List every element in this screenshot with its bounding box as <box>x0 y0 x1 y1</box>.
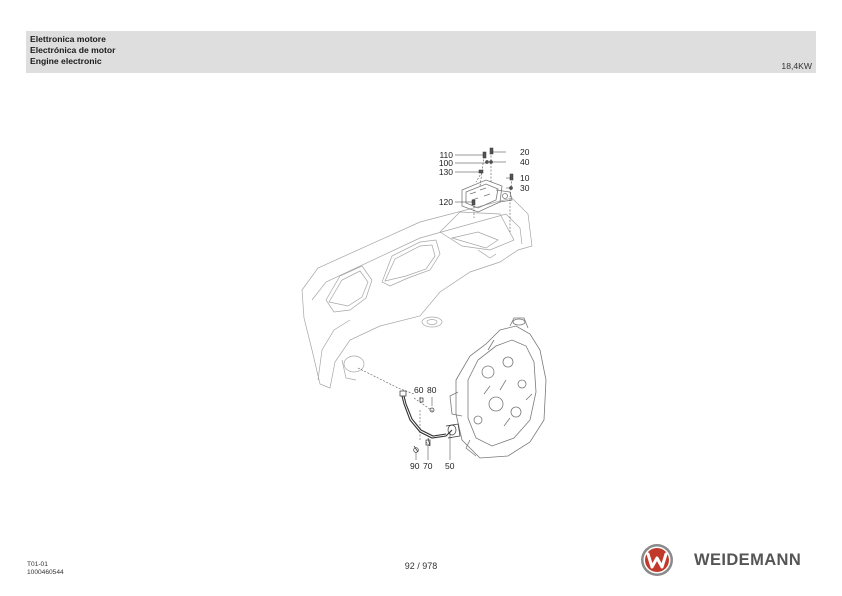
weidemann-logo-icon <box>641 544 673 576</box>
callout-40: 40 <box>520 157 530 167</box>
title-spanish: Electrónica de motor <box>30 45 116 55</box>
callout-130: 130 <box>439 167 453 177</box>
brand-name: WEIDEMANN <box>694 551 802 569</box>
callout-70: 70 <box>423 461 433 471</box>
title-english: Engine electronic <box>30 56 102 66</box>
header-band: Elettronica motore Electrónica de motor … <box>26 31 816 73</box>
callout-30: 30 <box>520 183 530 193</box>
callout-60: 60 <box>414 385 424 395</box>
title-italian: Elettronica motore <box>30 34 106 44</box>
callout-100: 100 <box>439 158 453 168</box>
page-number: 92 / 978 <box>404 561 438 571</box>
callout-10: 10 <box>520 173 530 183</box>
callout-90: 90 <box>410 461 420 471</box>
section-code: T01-01 <box>27 561 48 568</box>
callout-120: 120 <box>439 197 453 207</box>
callout-50: 50 <box>445 461 455 471</box>
callout-110: 110 <box>439 150 453 160</box>
document-number: 1000460544 <box>27 569 64 576</box>
engine-power: 18,4KW <box>781 61 812 71</box>
callout-80: 80 <box>427 385 437 395</box>
callout-20: 20 <box>520 147 530 157</box>
